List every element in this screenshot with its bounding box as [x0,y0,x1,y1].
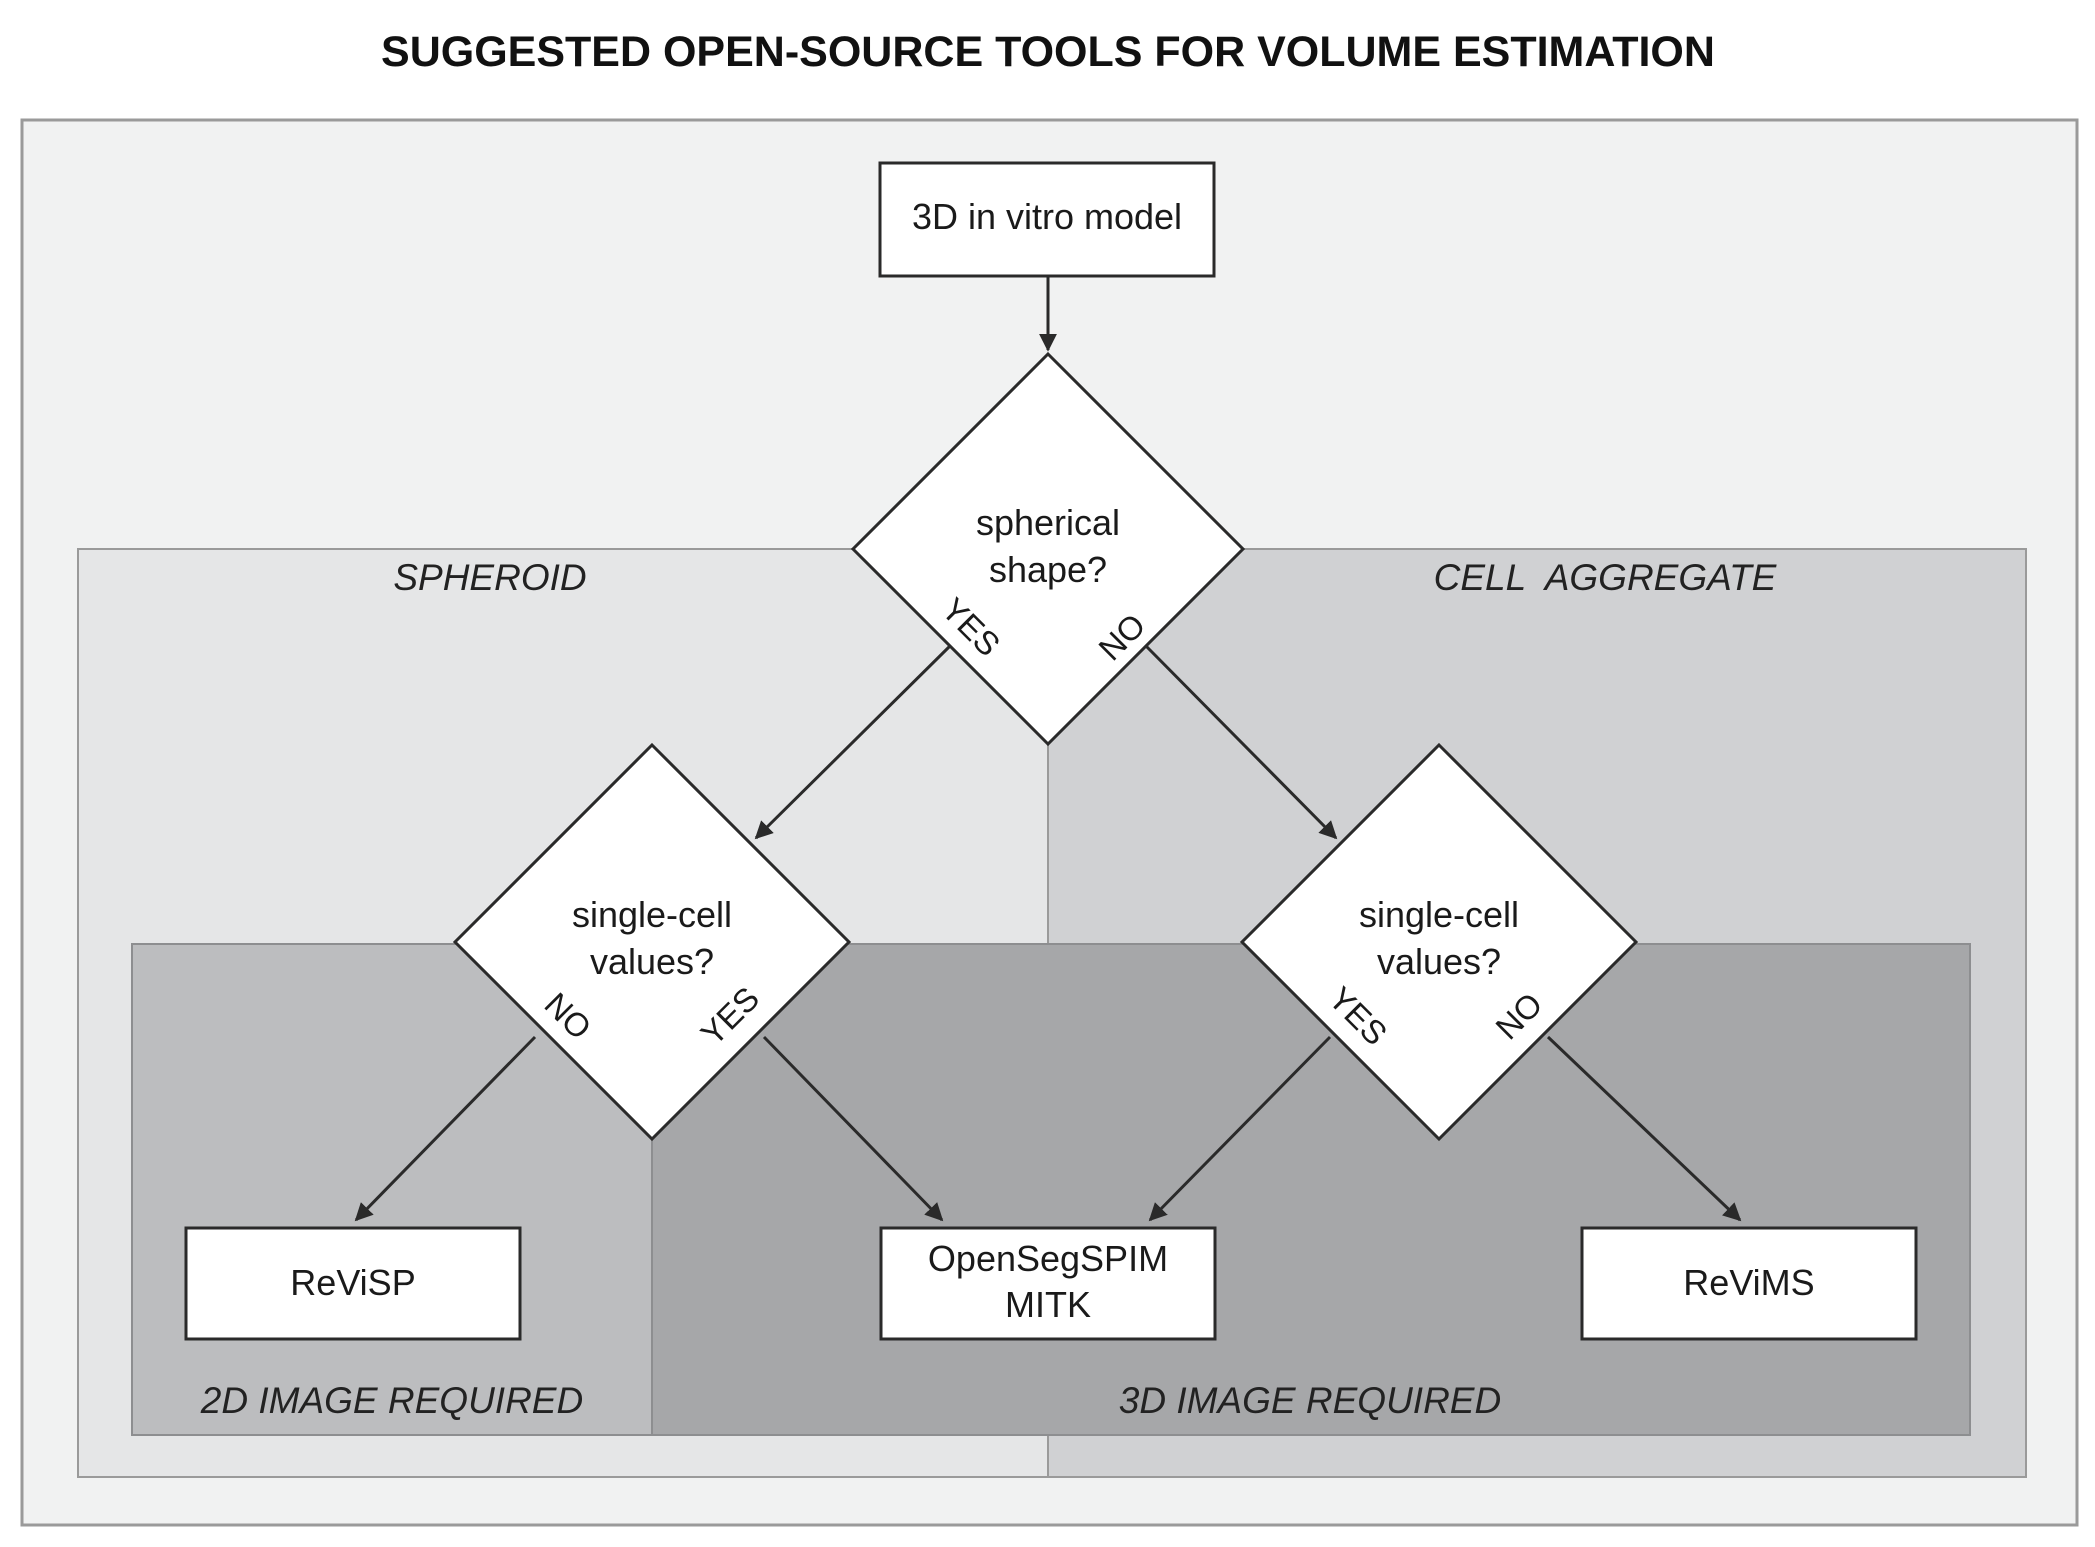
decision-left-single-cell [452,742,852,1142]
tool-revisp-label: ReViSP [290,1262,415,1303]
decision-right-single-cell-line1: single-cell [1359,894,1519,935]
tool-revims-label: ReViMS [1683,1262,1814,1303]
decision-spherical-shape-line1: spherical [976,502,1120,543]
tool-revims-box [1580,1226,1918,1341]
decision-spherical-shape [850,351,1246,747]
edge-right-yes [1148,1035,1332,1222]
decision-right-single-cell-line2: values? [1377,941,1501,982]
diagram-title: SUGGESTED OPEN-SOURCE TOOLS FOR VOLUME E… [381,28,1715,76]
image-2d-label: 2D IMAGE REQUIRED [200,1380,583,1421]
tool-revisp-box [184,1226,522,1341]
image-3d-region [651,943,1971,1436]
edge-left-yes [762,1035,944,1222]
image-3d-label: 3D IMAGE REQUIRED [1119,1380,1501,1421]
cell-aggregate-label: CELL AGGREGATE [1434,557,1778,598]
decision-left-single-cell-line1: single-cell [572,894,732,935]
start-node [878,161,1216,278]
start-node-label: 3D in vitro model [912,196,1182,237]
spheroid-label: SPHEROID [393,557,586,598]
decision-spherical-shape-line2: shape? [989,549,1107,590]
decision-left-single-cell-line2: values? [590,941,714,982]
edge-shape-yes [754,644,952,840]
edge-shape-no [1144,644,1338,840]
edge-right-no [1546,1035,1742,1222]
tool-opensegspim-box [879,1226,1217,1341]
decision-right-single-cell [1239,742,1639,1142]
tool-opensegspim-label: OpenSegSPIM [928,1238,1168,1279]
edge-left-no [354,1035,537,1222]
tool-mitk-label: MITK [1005,1284,1091,1325]
